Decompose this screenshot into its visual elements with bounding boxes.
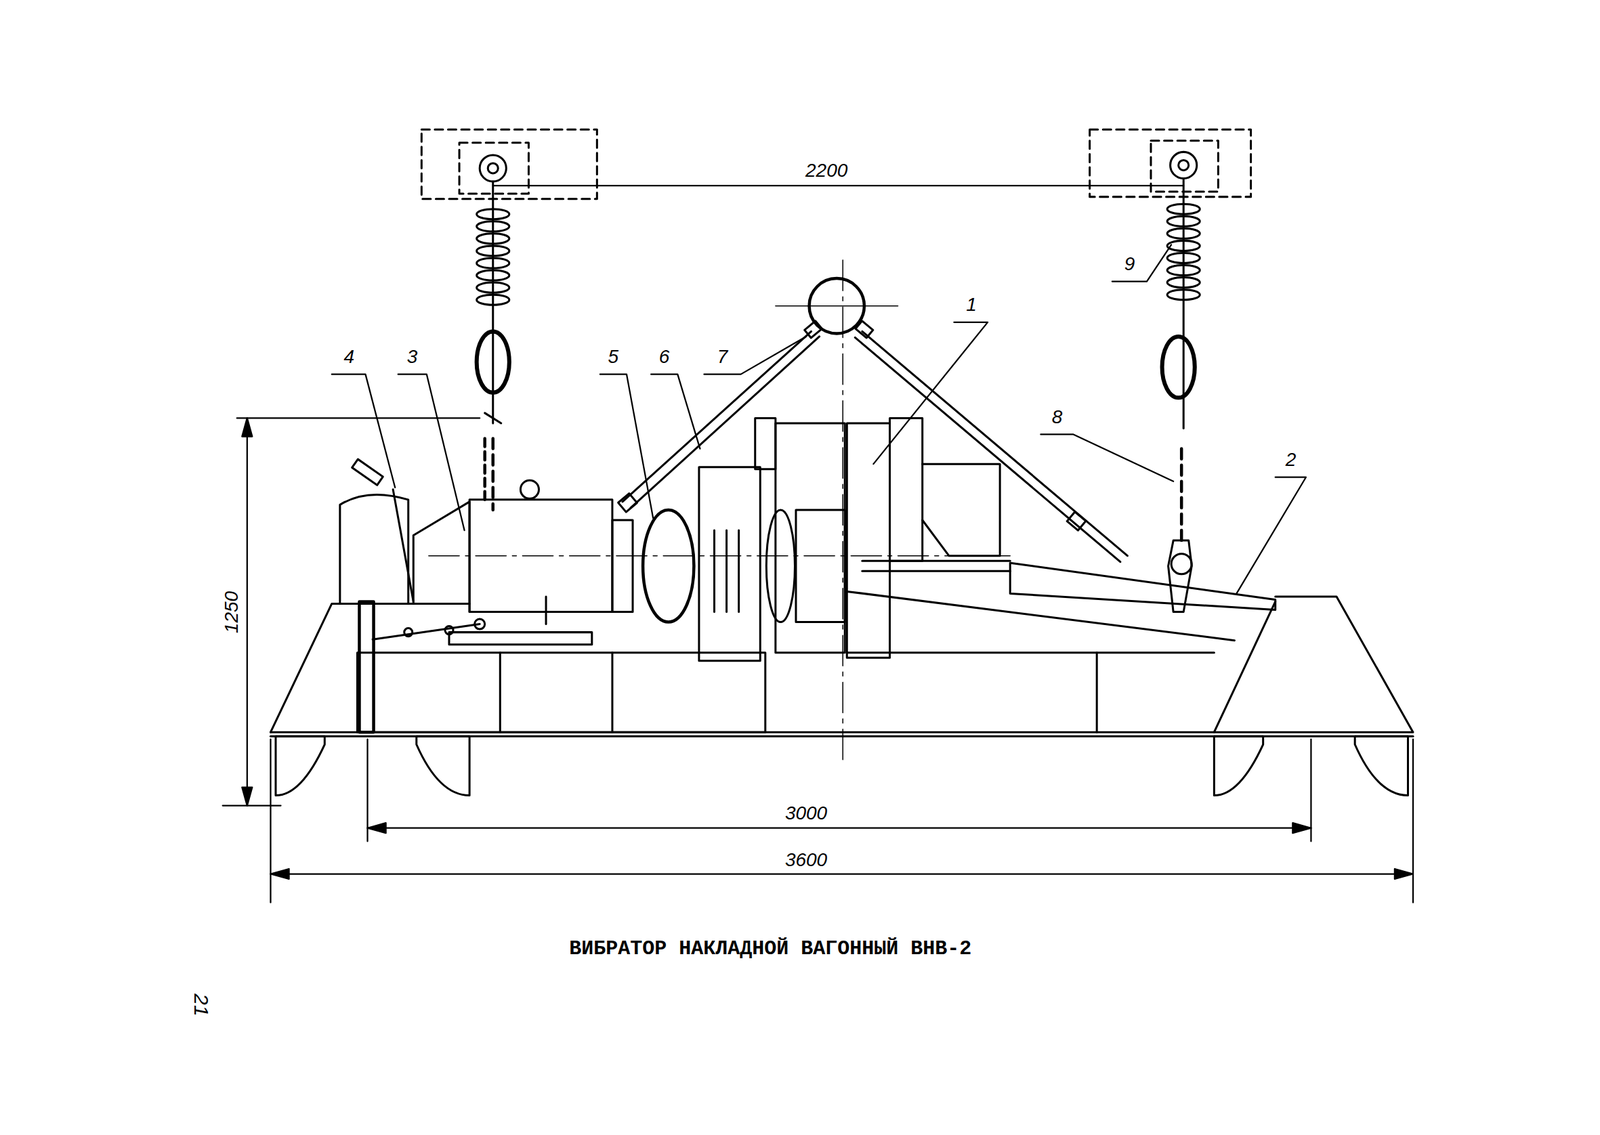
dimension-label: 1250	[221, 589, 243, 636]
figure-caption: ВИБРАТОР НАКЛАДНОЙ ВАГОННЫЙ ВНВ-2	[569, 937, 972, 960]
dimension-label: 2200	[803, 159, 850, 181]
callout-number: 3	[405, 346, 420, 368]
page-number: 21	[189, 991, 213, 1019]
leader-line	[331, 244, 1307, 594]
dimension-label: 3600	[783, 849, 830, 871]
callout-number: 6	[657, 346, 672, 368]
callout-number: 1	[963, 294, 979, 316]
dimension-line	[222, 417, 1414, 903]
callout-number: 9	[1122, 254, 1138, 276]
callout-number: 4	[341, 346, 357, 368]
callout-number: 7	[715, 346, 731, 368]
callout-number: 8	[1049, 407, 1065, 429]
spring	[476, 209, 510, 306]
callout-number: 2	[1283, 449, 1299, 471]
crane-beam	[421, 129, 1251, 199]
callout-number: 5	[606, 346, 622, 368]
spring	[1167, 203, 1200, 301]
dimension-label: 3000	[783, 802, 830, 824]
